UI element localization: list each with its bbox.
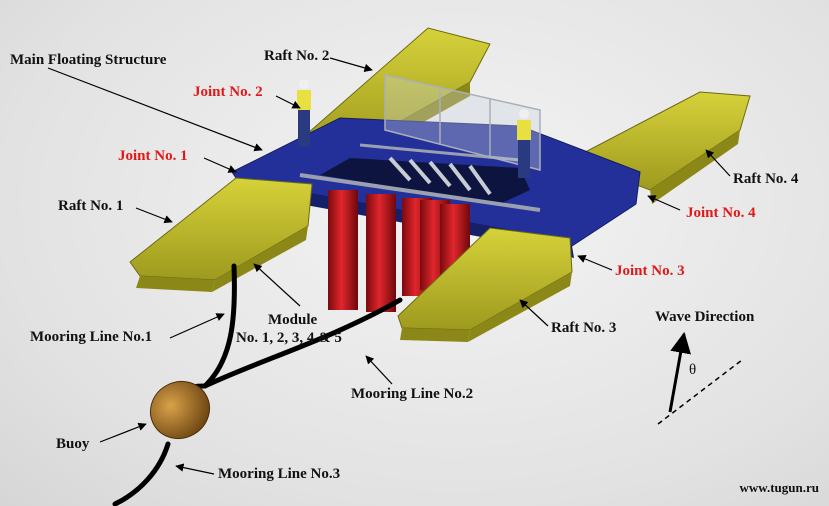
label-module: Module <box>268 312 318 328</box>
label-joint-1: Joint No. 1 <box>118 148 188 164</box>
label-mooring-line-3: Mooring Line No.3 <box>218 466 341 482</box>
wave-direction-indicator <box>657 331 743 425</box>
label-wave-direction: Wave Direction <box>655 309 755 325</box>
mooring-lines <box>112 263 403 506</box>
label-joint-3: Joint No. 3 <box>615 263 685 279</box>
label-raft-4: Raft No. 4 <box>733 171 799 187</box>
label-main-floating-structure: Main Floating Structure <box>10 52 167 68</box>
label-mooring-line-1: Mooring Line No.1 <box>30 329 153 345</box>
worker-left <box>297 79 311 146</box>
label-joint-4: Joint No. 4 <box>686 205 756 221</box>
worker-right <box>517 109 531 178</box>
wave-direction-arrow <box>668 331 691 413</box>
label-joint-2: Joint No. 2 <box>193 84 263 100</box>
label-theta: θ <box>689 362 697 378</box>
label-raft-2: Raft No. 2 <box>264 48 330 64</box>
label-buoy: Buoy <box>56 436 90 452</box>
label-raft-1: Raft No. 1 <box>58 198 124 214</box>
label-module-numbers: No. 1, 2, 3, 4 & 5 <box>236 330 342 346</box>
buoy-body <box>149 380 211 440</box>
watermark: www.tugun.ru <box>739 480 819 495</box>
leader-lines <box>47 57 731 475</box>
label-mooring-line-2: Mooring Line No.2 <box>351 386 474 402</box>
raft-1 <box>129 177 313 292</box>
label-raft-3: Raft No. 3 <box>551 320 617 336</box>
